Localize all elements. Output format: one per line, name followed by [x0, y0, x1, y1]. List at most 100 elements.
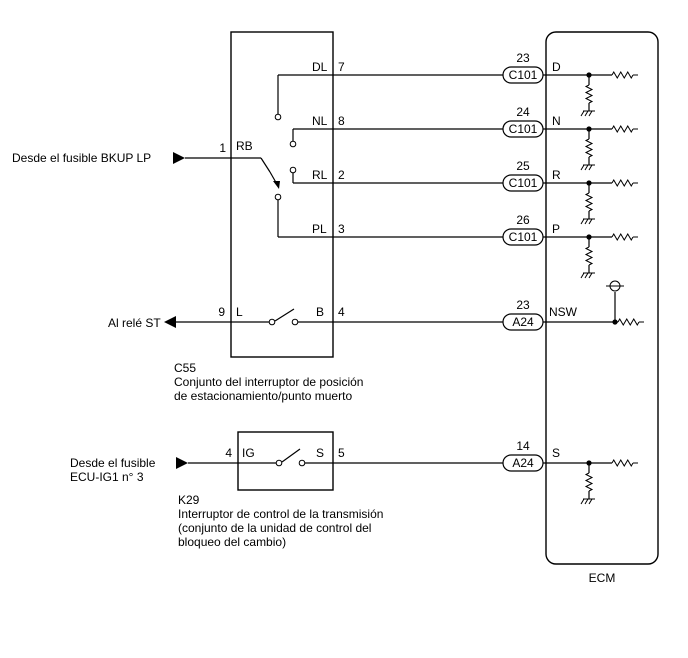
rb-wiper — [260, 157, 271, 173]
pulldown-resistor — [584, 138, 594, 158]
ground-hatch — [588, 164, 593, 171]
connector-label: C101 — [509, 230, 538, 244]
c55-nl-pin: 8 — [338, 114, 345, 128]
connector-c101-n: C101 24 — [502, 105, 544, 138]
ground-hatch — [588, 218, 593, 225]
ground-hatch — [580, 498, 585, 505]
pulldown-resistor — [584, 246, 594, 266]
connector-pin: 14 — [516, 439, 530, 453]
c55-l-pin: 9 — [218, 305, 225, 319]
contact-b — [291, 318, 299, 326]
connector-label: A24 — [512, 456, 534, 470]
ecm-terminal-nsw: NSW — [549, 305, 578, 319]
ecm-box — [545, 31, 659, 565]
c55-desc-line2: de estacionamiento/punto muerto — [174, 389, 352, 403]
k29-ig-pin: 4 — [225, 446, 232, 460]
c55-b-pin: 4 — [338, 305, 345, 319]
connector-c101-p: C101 26 — [502, 213, 544, 246]
k29-s-pin: 5 — [338, 446, 345, 460]
ground-hatch — [584, 110, 589, 117]
ground-hatch — [588, 272, 593, 279]
ground-hatch — [580, 110, 585, 117]
st-relay-label: Al relé ST — [108, 316, 161, 330]
ecm-terminal-r: R — [552, 168, 561, 182]
c55-l-label: L — [236, 305, 243, 319]
connector-label: C101 — [509, 176, 538, 190]
k29-ig-label: IG — [242, 446, 255, 460]
ecm-terminal-d: D — [552, 60, 561, 74]
connector-a24-nsw: A24 23 — [502, 298, 544, 331]
k29-s-label: S — [316, 446, 324, 460]
ground-hatch — [580, 272, 585, 279]
ecm-terminal-s: S — [552, 446, 560, 460]
c55-rb-label: RB — [236, 139, 253, 153]
contact-rl — [289, 166, 297, 174]
c55-rl-label: RL — [312, 168, 328, 182]
input-arrow-bkup — [173, 152, 185, 164]
connector-label: C101 — [509, 122, 538, 136]
connector-label: C101 — [509, 68, 538, 82]
c55-code: C55 — [174, 361, 196, 375]
connector-a24-s: A24 14 — [502, 439, 544, 472]
k29-code: K29 — [178, 493, 200, 507]
ground-hatch — [584, 164, 589, 171]
ecm-terminal-p: P — [552, 222, 560, 236]
output-arrow-st — [164, 316, 176, 328]
pulldown-resistor — [584, 192, 594, 212]
c55-desc-line1: Conjunto del interruptor de posición — [174, 375, 363, 389]
connector-c101-r: C101 25 — [502, 159, 544, 192]
c55-dl-label: DL — [312, 60, 328, 74]
pullup-resistor — [617, 318, 640, 326]
contact-s — [298, 459, 306, 467]
ecm-internal-circuit — [543, 71, 644, 505]
contact-nl — [289, 140, 297, 148]
c55-rb-pin: 1 — [219, 141, 226, 155]
source-ecu-ig1-line2: ECU-IG1 n° 3 — [70, 470, 144, 484]
pullup-resistor — [611, 125, 634, 133]
connector-pin: 23 — [516, 51, 530, 65]
c55-b-label: B — [316, 305, 324, 319]
ground-hatch — [584, 218, 589, 225]
c55-switch-box — [230, 31, 334, 358]
connector-pin: 23 — [516, 298, 530, 312]
contact-pl — [274, 193, 282, 201]
pulldown-resistor — [584, 472, 594, 492]
connector-label: A24 — [512, 315, 534, 329]
c55-nl-label: NL — [312, 114, 328, 128]
rb-wiper-arrowhead — [273, 181, 280, 189]
source-ecu-ig1-line1: Desde el fusible — [70, 456, 156, 470]
k29-switch-blade — [281, 448, 301, 463]
contact-l — [268, 318, 276, 326]
c55-pl-pin: 3 — [338, 222, 345, 236]
connector-pin: 24 — [516, 105, 530, 119]
pullup-resistor — [611, 179, 634, 187]
k29-desc-line3: bloqueo del cambio) — [178, 535, 286, 549]
c55-rl-pin: 2 — [338, 168, 345, 182]
pulldown-resistor — [584, 84, 594, 104]
ground-hatch — [584, 498, 589, 505]
input-arrow-ecu-ig1 — [176, 457, 188, 469]
pullup-resistor — [611, 71, 634, 79]
contact-dl — [274, 113, 282, 121]
pullup-resistor — [611, 233, 634, 241]
ecm-terminal-n: N — [552, 114, 561, 128]
source-bkup-label: Desde el fusible BKUP LP — [12, 151, 151, 165]
c55-dl-pin: 7 — [338, 60, 345, 74]
ecm-label: ECM — [589, 571, 616, 585]
c55-pl-label: PL — [312, 222, 327, 236]
k29-switch-box — [237, 431, 334, 491]
k29-desc-line1: Interruptor de control de la transmisión — [178, 507, 383, 521]
ground-hatch — [580, 218, 585, 225]
ground-hatch — [588, 498, 593, 505]
lb-switch-blade — [274, 308, 295, 322]
ground-hatch — [580, 164, 585, 171]
ground-hatch — [588, 110, 593, 117]
connector-pin: 25 — [516, 159, 530, 173]
ground-hatch — [584, 272, 589, 279]
connector-c101-d: C101 23 — [502, 51, 544, 84]
contact-ig — [275, 459, 283, 467]
ecm-connectors: C101 23 C101 24 C101 25 C101 26 A24 23 A… — [502, 51, 544, 472]
connector-pin: 26 — [516, 213, 530, 227]
pullup-resistor — [611, 459, 634, 467]
